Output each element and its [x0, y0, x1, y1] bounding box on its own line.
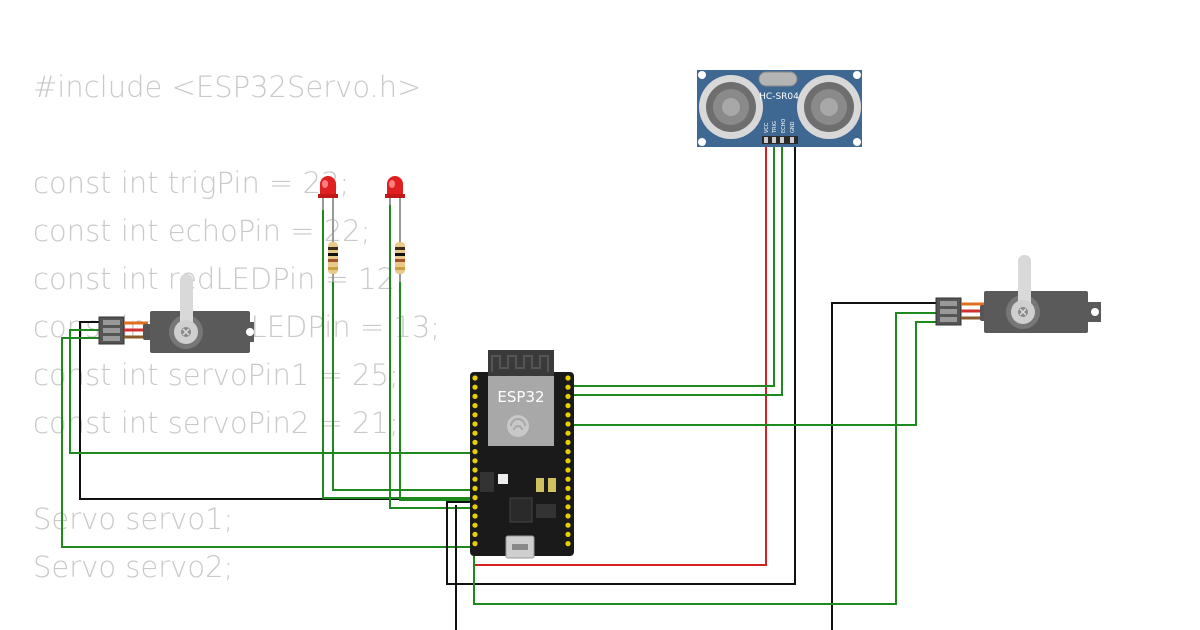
- board-label: ESP32: [497, 388, 544, 406]
- header-pin[interactable]: [565, 522, 571, 528]
- header-pin[interactable]: [472, 522, 478, 528]
- wire-led-green-res[interactable]: [399, 275, 475, 501]
- header-pin[interactable]: [565, 403, 571, 409]
- header-pin[interactable]: [472, 439, 478, 445]
- header-pin[interactable]: [472, 495, 478, 501]
- code-line-echopin: const int echoPin = 22;: [33, 214, 371, 248]
- header-pin[interactable]: [565, 467, 571, 473]
- wires: [61, 143, 940, 630]
- header-pin[interactable]: [472, 449, 478, 455]
- wire-sensor-trig[interactable]: [568, 143, 775, 387]
- resistor-1[interactable]: [328, 236, 338, 282]
- header-pin[interactable]: [472, 375, 478, 381]
- code-line-redledpin: const int redLEDPin = 12;: [33, 262, 405, 296]
- header-pin[interactable]: [565, 485, 571, 491]
- header-pin[interactable]: [472, 412, 478, 418]
- header-pin[interactable]: [472, 403, 478, 409]
- sensor-pin-vcc: VCC: [764, 122, 770, 133]
- header-pin[interactable]: [472, 476, 478, 482]
- servo-motor-2[interactable]: [935, 255, 1101, 333]
- sensor-pin-echo: ECHO: [781, 119, 787, 133]
- code-line-servo1: Servo servo1;: [33, 502, 234, 536]
- ultrasonic-sensor[interactable]: HC-SR04 VCC TRIG ECHO GND: [697, 70, 862, 147]
- transducer-right: [797, 75, 861, 139]
- header-pin[interactable]: [472, 541, 478, 547]
- sensor-label: HC-SR04: [759, 92, 799, 102]
- header-pin[interactable]: [565, 504, 571, 510]
- header-pin[interactable]: [472, 531, 478, 538]
- header-pin[interactable]: [565, 476, 571, 482]
- header-pin[interactable]: [565, 458, 571, 464]
- header-pin[interactable]: [472, 393, 478, 399]
- led-green[interactable]: [385, 176, 405, 240]
- pin-header-left: [472, 375, 478, 547]
- code-line-servopin1: const int servoPin1 = 25;: [33, 358, 399, 392]
- code-line-servopin2: const int servoPin2 = 21;: [33, 406, 399, 440]
- header-pin[interactable]: [565, 421, 571, 427]
- wire-sensor-echo[interactable]: [568, 143, 783, 396]
- sensor-pin-gnd: GND: [790, 121, 796, 133]
- wire-servo1-gnd[interactable]: [79, 321, 475, 500]
- header-pin[interactable]: [565, 375, 571, 381]
- header-pin[interactable]: [472, 458, 478, 464]
- header-pin[interactable]: [565, 541, 571, 547]
- wire-servo2-signal[interactable]: [568, 321, 940, 426]
- resistor-2[interactable]: [395, 236, 405, 282]
- sensor-pin-trig: TRIG: [772, 121, 778, 134]
- esp32-board[interactable]: ESP32: [470, 350, 574, 559]
- header-pin[interactable]: [565, 430, 571, 436]
- header-pin[interactable]: [472, 430, 478, 436]
- header-pin[interactable]: [565, 449, 571, 455]
- header-pin[interactable]: [565, 495, 571, 501]
- code-line-servo2: Servo servo2;: [33, 550, 234, 584]
- wire-servo1-vcc[interactable]: [69, 329, 475, 454]
- wire-sensor-gnd[interactable]: [446, 143, 796, 585]
- transducer-left: [699, 75, 763, 139]
- wire-servo2-vcc[interactable]: [473, 312, 940, 605]
- code-line-trigpin: const int trigPin = 23;: [33, 166, 350, 200]
- header-pin[interactable]: [565, 513, 571, 519]
- header-pin[interactable]: [565, 384, 571, 390]
- code-line-include: #include <ESP32Servo.h>: [33, 70, 422, 104]
- servo-motor-1[interactable]: [98, 274, 254, 353]
- wire-led-red[interactable]: [322, 210, 475, 499]
- header-pin[interactable]: [472, 485, 478, 491]
- led-red[interactable]: [318, 176, 338, 240]
- header-pin[interactable]: [472, 504, 478, 510]
- header-pin[interactable]: [472, 384, 478, 390]
- header-pin[interactable]: [472, 513, 478, 519]
- header-pin[interactable]: [565, 531, 571, 538]
- wire-servo1-signal[interactable]: [61, 337, 475, 548]
- wire-led-red-res[interactable]: [332, 275, 475, 491]
- header-pin[interactable]: [565, 439, 571, 445]
- header-pin[interactable]: [565, 412, 571, 418]
- pin-header-right: [565, 375, 571, 547]
- wire-servo2-gnd[interactable]: [831, 302, 940, 630]
- header-pin[interactable]: [565, 393, 571, 399]
- header-pin[interactable]: [472, 421, 478, 427]
- header-pin[interactable]: [472, 467, 478, 473]
